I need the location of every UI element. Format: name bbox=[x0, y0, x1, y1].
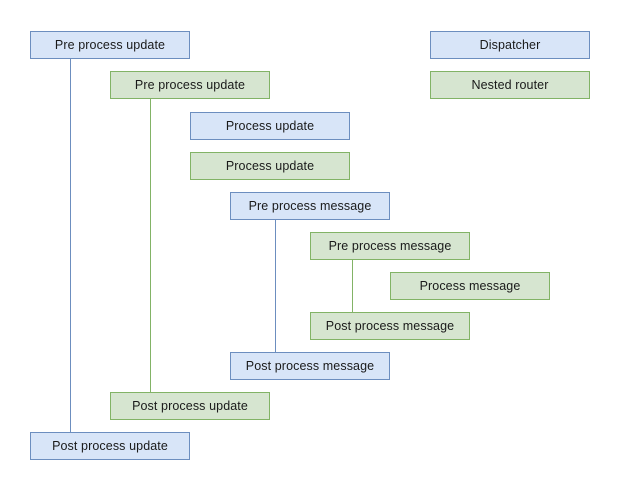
node-label: Post process message bbox=[325, 318, 455, 333]
legend-item-nested-router: Nested router bbox=[430, 71, 590, 99]
node-process-message-router[interactable]: Process message bbox=[390, 272, 550, 300]
connector-edge-router-message bbox=[352, 260, 353, 312]
legend-item-label: Dispatcher bbox=[479, 37, 541, 52]
node-label: Process update bbox=[225, 158, 315, 173]
node-post-process-message-dispatcher[interactable]: Post process message bbox=[230, 352, 390, 380]
node-process-update-dispatcher[interactable]: Process update bbox=[190, 112, 350, 140]
node-label: Process update bbox=[225, 118, 315, 133]
node-post-process-update-dispatcher[interactable]: Post process update bbox=[30, 432, 190, 460]
node-process-update-router[interactable]: Process update bbox=[190, 152, 350, 180]
node-post-process-update-router[interactable]: Post process update bbox=[110, 392, 270, 420]
connector-edge-dispatcher-message bbox=[275, 220, 276, 352]
node-pre-process-update-router[interactable]: Pre process update bbox=[110, 71, 270, 99]
node-pre-process-message-dispatcher[interactable]: Pre process message bbox=[230, 192, 390, 220]
node-label: Pre process message bbox=[248, 198, 372, 213]
node-pre-process-message-router[interactable]: Pre process message bbox=[310, 232, 470, 260]
node-label: Pre process update bbox=[134, 77, 246, 92]
node-post-process-message-router[interactable]: Post process message bbox=[310, 312, 470, 340]
node-label: Pre process message bbox=[328, 238, 452, 253]
node-label: Process message bbox=[419, 278, 521, 293]
legend-item-label: Nested router bbox=[471, 77, 549, 92]
legend-item-dispatcher: Dispatcher bbox=[430, 31, 590, 59]
node-label: Pre process update bbox=[54, 37, 166, 52]
node-pre-process-update-dispatcher[interactable]: Pre process update bbox=[30, 31, 190, 59]
node-label: Post process message bbox=[245, 358, 375, 373]
connector-edge-dispatcher-update bbox=[70, 59, 71, 432]
connector-edge-router-update bbox=[150, 99, 151, 392]
node-label: Post process update bbox=[132, 398, 248, 413]
node-label: Post process update bbox=[52, 438, 168, 453]
